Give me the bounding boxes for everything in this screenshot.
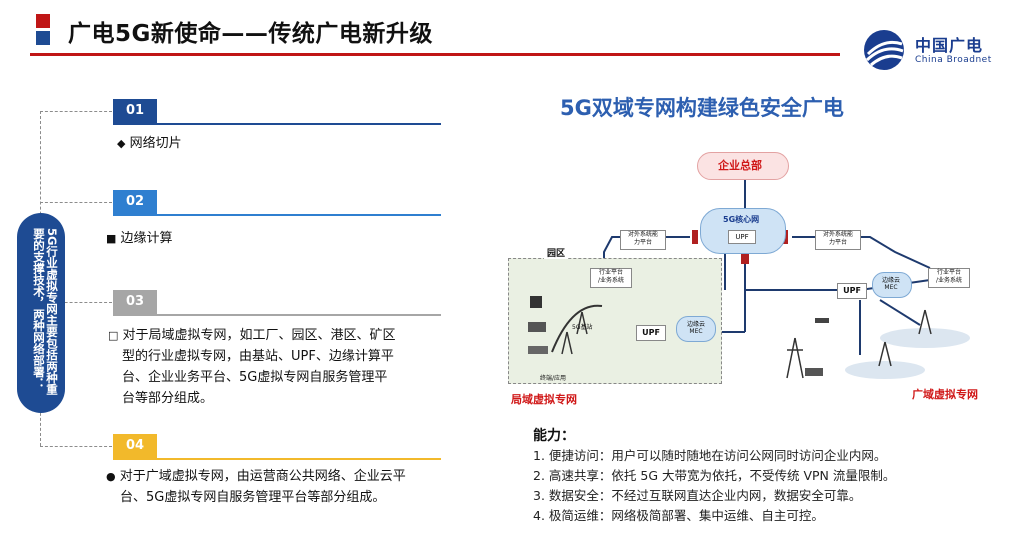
item-line-04 [113, 458, 441, 460]
china-broadnet-logo [864, 30, 904, 70]
enterprise-hq-cloud [697, 152, 789, 180]
ability-item: 1. 便捷访问：用户可以随时随地在访问公网同时访问企业内网。 [533, 448, 887, 463]
core-upf-box: UPF [728, 230, 756, 244]
park-upf-box: UPF [636, 325, 666, 341]
connector-04 [40, 446, 112, 447]
item-number-02: 02 [113, 190, 157, 214]
connector-01 [40, 111, 112, 112]
industry-line: /业务系统 [597, 277, 625, 284]
item-line-text: 台、企业业务平台、5G虚拟专网自服务管理平 [122, 370, 388, 385]
platform-line: 力平台 [828, 239, 847, 246]
item-number-03: 03 [113, 290, 157, 314]
item-line-text: 台、5G虚拟专网自服务管理平台等部分组成。 [120, 490, 386, 505]
item-line-text: 对于局域虚拟专网，如工厂、园区、港区、矿区 [122, 328, 396, 343]
item-line-01 [113, 123, 441, 125]
page-title: 广电5G新使命——传统广电新升级 [68, 21, 433, 47]
logo-subtext: China Broadnet [915, 55, 992, 65]
industry-line: 行业平台 [936, 269, 961, 276]
ability-list: 1. 便捷访问：用户可以随时随地在访问公网同时访问企业内网。 2. 高速共享：依… [533, 446, 1003, 526]
enterprise-hq-label: 企业总部 [718, 159, 762, 172]
camera-icon [528, 322, 546, 332]
platform-line: 力平台 [633, 239, 652, 246]
platform-box-right: 对外系统能 力平台 [815, 230, 861, 250]
park-label: 园区 [544, 246, 569, 259]
industry-box-right: 行业平台 /业务系统 [928, 268, 970, 288]
platform-line: 对外系统能 [822, 231, 853, 238]
connector-03 [40, 302, 112, 303]
connector-02 [40, 202, 112, 203]
platform-box-left: 对外系统能 力平台 [620, 230, 666, 250]
park-mec-cloud [676, 316, 716, 342]
logo-text: 中国广电 [915, 36, 984, 55]
item-text-03: □ 对于局域虚拟专网，如工厂、园区、港区、矿区 型的行业虚拟专网，由基站、UPF… [108, 325, 448, 409]
item-line-03 [113, 314, 441, 316]
park-devices [528, 296, 603, 355]
ability-item: 4. 极简运维：网络极简部署、集中运维、自主可控。 [533, 508, 824, 523]
item-number-04: 04 [113, 434, 157, 458]
vehicle-icon [528, 346, 548, 354]
park-mec-label: 边缘云 MEC [686, 321, 705, 335]
square-bullet-icon: ■ [106, 232, 117, 245]
ability-title: 能力： [533, 428, 575, 444]
item-label-02: 边缘计算 [120, 231, 173, 246]
robot-arm-icon [530, 296, 542, 308]
wide-mec-label: 边缘云 MEC [881, 277, 900, 291]
title-mark [36, 14, 52, 46]
wide-mec-cloud [872, 272, 912, 298]
item-line-text: 型的行业虚拟专网，由基站、UPF、边缘计算平 [122, 349, 394, 364]
car-icon [805, 368, 823, 376]
industry-line: /业务系统 [935, 277, 963, 284]
item-line-text: 台等部分组成。 [122, 391, 214, 406]
title-rule [30, 53, 840, 56]
item-text-02: ■ 边缘计算 [106, 228, 173, 249]
local-network-label: 局域虚拟专网 [511, 393, 577, 406]
industry-box-left: 行业平台 /业务系统 [590, 268, 632, 288]
hollow-square-bullet-icon: □ [108, 329, 119, 342]
ability-item: 2. 高速共享：依托 5G 大带宽为依托，不受传统 VPN 流量限制。 [533, 468, 896, 483]
item-text-01: ◆ 网络切片 [117, 133, 182, 154]
industry-line: 行业平台 [598, 269, 623, 276]
wide-area-scene [786, 309, 970, 379]
dot-bullet-icon: ● [106, 470, 116, 483]
sidebar-label: 5G行业虚拟专网主要包括两种重要的支撑技术，两种网络部署： [32, 228, 59, 395]
ability-item: 3. 数据安全：不经过互联网直达企业内网，数据安全可靠。 [533, 488, 862, 503]
diagram-title: 5G双域专网构建绿色安全广电 [560, 96, 844, 120]
terminal-label: 终端/应用 [540, 375, 567, 382]
item-line-text: 对于广域虚拟专网，由运营商公共网络、企业云平 [119, 469, 406, 484]
diamond-bullet-icon: ◆ [117, 137, 126, 150]
drone-icon [815, 318, 829, 323]
base-station-icon [561, 311, 588, 355]
base-station-label: 5G基站 [572, 324, 593, 331]
wide-upf-box: UPF [837, 283, 867, 299]
item-label-01: 网络切片 [129, 136, 182, 151]
wide-network-label: 广域虚拟专网 [912, 388, 978, 401]
platform-line: 对外系统能 [627, 231, 658, 238]
sidebar-pill [17, 213, 65, 413]
item-line-02 [113, 214, 441, 216]
item-text-04: ● 对于广域虚拟专网，由运营商公共网络、企业云平 台、5G虚拟专网自服务管理平台… [106, 466, 446, 508]
tower-icon [786, 309, 932, 379]
5g-core-label: 5G核心网 [723, 215, 760, 224]
item-number-01: 01 [113, 99, 157, 123]
